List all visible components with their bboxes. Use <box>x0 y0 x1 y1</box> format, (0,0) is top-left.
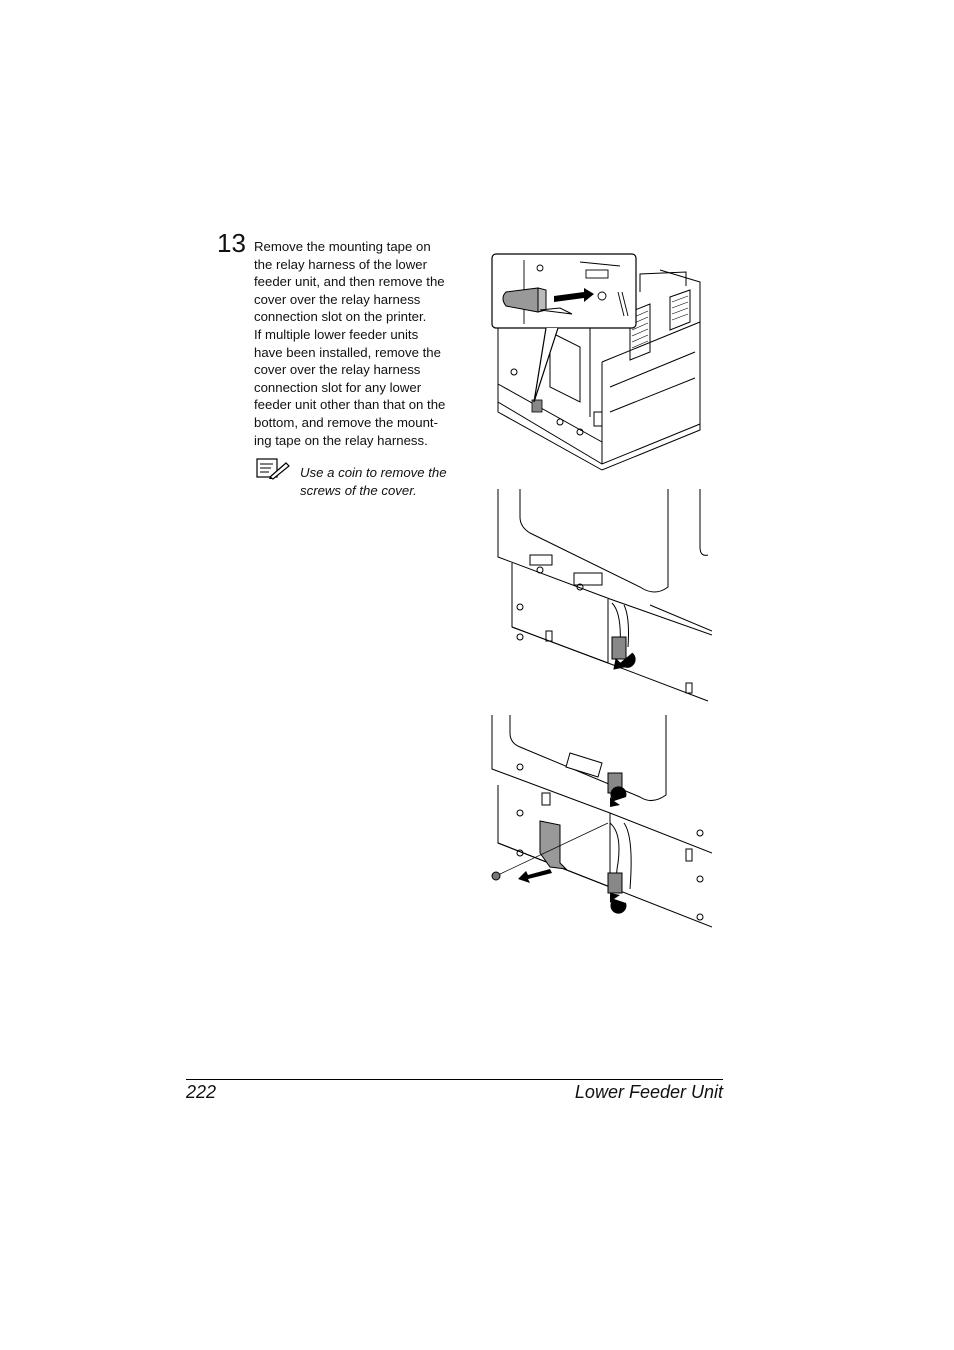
step-line: Remove the mounting tape on <box>254 239 431 254</box>
step-line: have been installed, remove the <box>254 344 441 360</box>
step-line: cover over the relay harness <box>254 291 421 307</box>
note-pencil-icon <box>256 458 290 480</box>
step-line: connection slot on the printer. <box>254 309 427 325</box>
note-line: screws of the cover. <box>300 483 417 498</box>
step-instructions: Remove the mounting tape on the relay ha… <box>254 238 466 449</box>
step-number: 13 <box>217 228 246 258</box>
step-line: feeder unit other than that on the <box>254 397 446 413</box>
footer-divider <box>186 1079 723 1080</box>
step-line: connection slot for any lower <box>254 379 422 395</box>
page-number: 222 <box>186 1082 217 1102</box>
step-line: bottom, and remove the mount- <box>254 414 438 430</box>
step-line: If multiple lower feeder units <box>254 326 419 342</box>
note-line: Use a coin to remove the <box>300 465 447 480</box>
note-text: Use a coin to remove the screws of the c… <box>300 464 447 500</box>
relay-harness-tape-illustration <box>497 489 712 702</box>
printer-rear-illustration <box>491 253 701 471</box>
step-line: feeder unit, and then remove the <box>254 274 445 290</box>
section-title: Lower Feeder Unit <box>574 1082 723 1102</box>
connection-cover-removal-illustration <box>491 715 712 928</box>
step-line: the relay harness of the lower <box>254 256 427 272</box>
step-line: cover over the relay harness <box>254 362 421 378</box>
step-line: ing tape on the relay harness. <box>254 432 428 448</box>
